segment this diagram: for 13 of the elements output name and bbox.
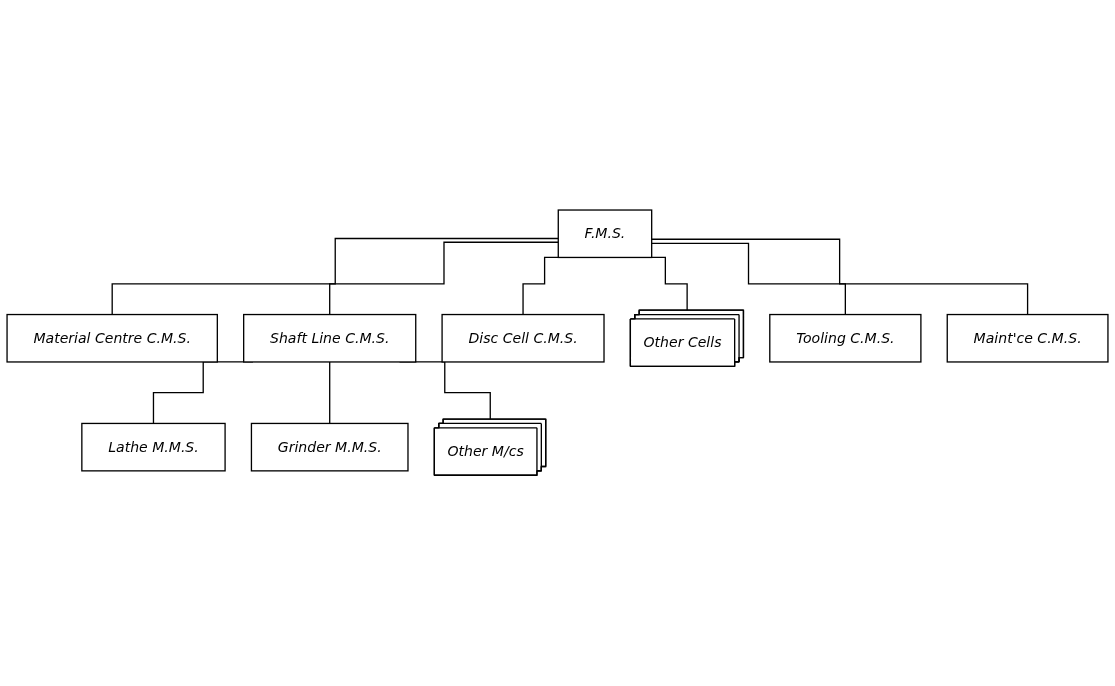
node-box: Material Centre C.M.S. [6,314,218,363]
connector [651,238,1029,316]
connector [329,241,559,316]
connector [111,238,559,316]
connector [651,243,846,316]
node-box: Shaft Line C.M.S. [243,314,417,363]
node-box: Maint'ce C.M.S. [946,314,1109,363]
node-box: Lathe M.M.S. [81,423,226,472]
node-box: Disc Cell C.M.S. [441,314,605,363]
node-box: F.M.S. [557,209,653,259]
node-box: Tooling C.M.S. [769,314,922,363]
connector [329,361,331,425]
node-box: Grinder M.M.S. [250,423,409,472]
